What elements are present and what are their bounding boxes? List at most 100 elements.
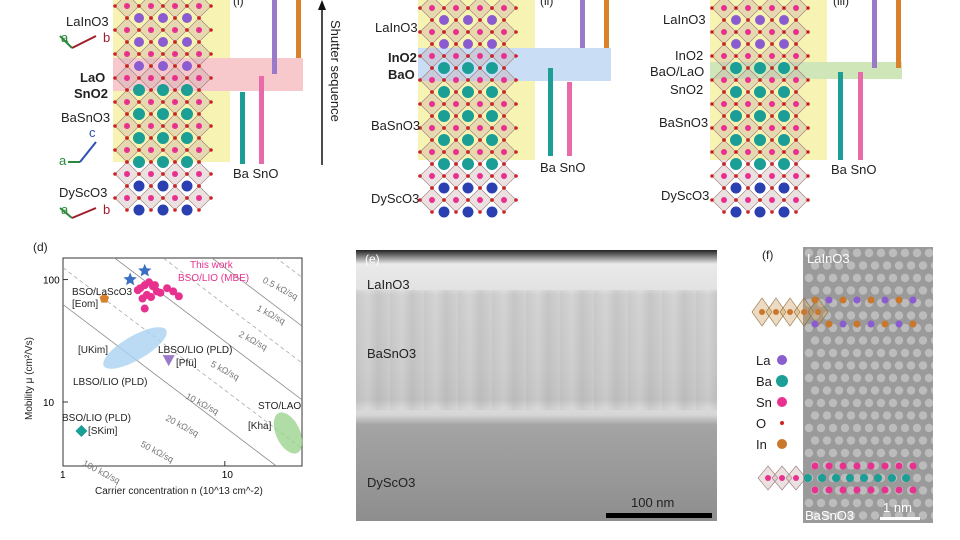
ref-label: BSO/LIO (PLD) <box>62 413 131 424</box>
atom-column <box>810 411 820 420</box>
o-atom <box>125 112 129 116</box>
atom-column <box>852 248 862 258</box>
o-atom <box>514 54 518 58</box>
ba-atom <box>832 474 840 482</box>
sn-atom <box>429 77 435 83</box>
atom-column <box>894 436 904 445</box>
atom-column <box>924 498 933 508</box>
o-atom <box>197 16 201 20</box>
sn-atom <box>721 149 727 155</box>
o-atom <box>418 198 422 202</box>
sn-atom <box>453 197 459 203</box>
atom-column <box>846 486 856 495</box>
atom-column <box>900 273 910 283</box>
o-atom <box>137 172 141 176</box>
layer-label: LaO <box>80 70 106 85</box>
atom-column <box>858 436 868 445</box>
atom-column <box>828 348 838 358</box>
ba-atom <box>754 110 766 122</box>
layer-label: BaSnO3 <box>371 118 421 133</box>
ba-atom <box>874 474 882 482</box>
axis-c-label: c <box>89 125 96 140</box>
atom-column <box>876 423 886 433</box>
la-atom <box>463 39 473 49</box>
o-atom <box>514 78 518 82</box>
atom <box>895 296 903 304</box>
o-atom <box>454 138 458 142</box>
atom-column <box>888 423 898 433</box>
o-atom <box>137 28 141 32</box>
atom-column <box>852 348 862 358</box>
o-atom <box>442 102 446 106</box>
o-atom <box>113 124 117 128</box>
ba-atom <box>462 86 474 98</box>
o-atom <box>418 54 422 58</box>
sn-atom <box>793 149 799 155</box>
o-atom <box>137 124 141 128</box>
atom <box>895 320 903 328</box>
shutter-ba-bar <box>548 68 553 156</box>
sn-atom <box>881 486 889 494</box>
sn-atom <box>867 462 875 470</box>
o-atom <box>722 114 726 118</box>
in-atom-icon <box>777 439 787 449</box>
layer-label: BaSnO3 <box>659 115 709 130</box>
atom-column <box>810 261 820 270</box>
o-atom <box>197 184 201 188</box>
tem-layer-label: LaInO3 <box>367 277 410 292</box>
o-atom <box>209 52 213 56</box>
sn-atom <box>793 5 799 11</box>
o-atom <box>161 4 165 8</box>
o-atom <box>734 6 738 10</box>
o-atom <box>490 30 494 34</box>
o-atom <box>758 30 762 34</box>
o-atom <box>466 126 470 130</box>
o-atom <box>782 102 786 106</box>
o-atom <box>758 174 762 178</box>
shutter-ba-bar <box>838 72 843 160</box>
la-atom <box>755 15 765 25</box>
atom-column <box>876 373 886 383</box>
atom-column <box>918 436 928 445</box>
ba-atom <box>157 84 169 96</box>
o-atom <box>710 78 714 82</box>
sn-atom <box>124 195 130 201</box>
atom-column <box>828 373 838 383</box>
atom-column <box>816 348 826 358</box>
o-atom <box>173 208 177 212</box>
o-atom <box>209 76 213 80</box>
o-atom <box>514 6 518 10</box>
interface-band <box>418 48 611 81</box>
sn-atom <box>793 197 799 203</box>
atom-column <box>810 436 820 445</box>
sn-atom <box>124 147 130 153</box>
o-atom <box>490 102 494 106</box>
atom-column <box>888 273 898 283</box>
atom-column <box>900 248 910 258</box>
o-atom <box>734 126 738 130</box>
atom-column <box>870 511 880 520</box>
data-point <box>156 288 165 297</box>
o-atom <box>502 18 506 22</box>
sn-atom <box>909 486 917 494</box>
o-atom <box>137 76 141 80</box>
o-atom <box>770 186 774 190</box>
o-atom <box>710 6 714 10</box>
atom-column <box>930 411 933 420</box>
legend-label-sn: Sn <box>756 395 772 410</box>
o-atom <box>185 76 189 80</box>
o-atom <box>185 124 189 128</box>
atom-column <box>816 248 826 258</box>
o-atom <box>197 208 201 212</box>
sn-atom <box>501 53 507 59</box>
o-atom <box>478 210 482 214</box>
sn-atom <box>769 29 775 35</box>
atom-column <box>906 411 916 420</box>
o-atom <box>466 150 470 154</box>
o-atom <box>466 78 470 82</box>
atom-column <box>852 398 862 408</box>
sn-atom <box>196 147 202 153</box>
ba-atom <box>778 86 790 98</box>
dy-atom <box>778 182 790 194</box>
sn-atom <box>769 149 775 155</box>
